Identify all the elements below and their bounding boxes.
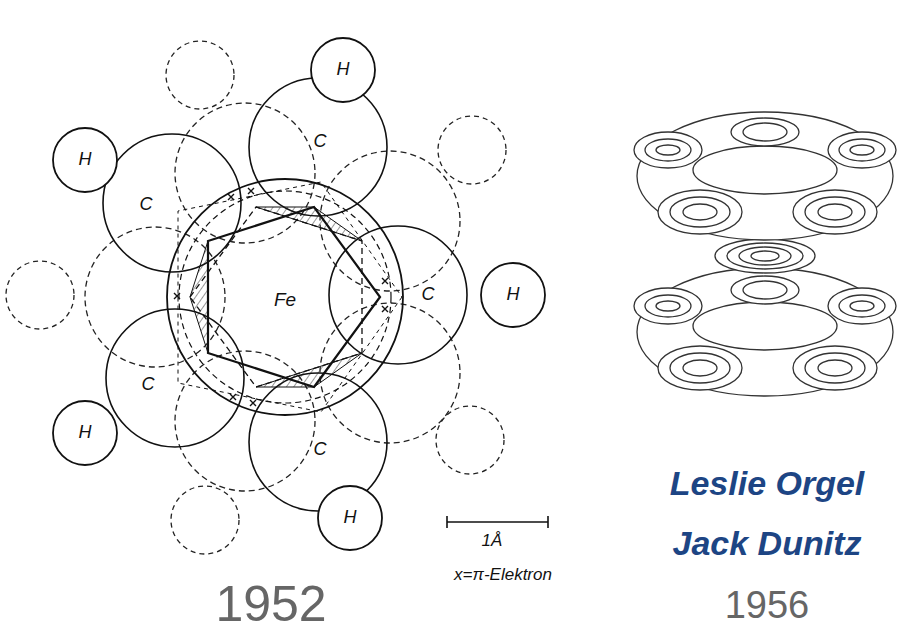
carbon-circle: C [328,225,468,365]
scale-label: 1Å [482,532,503,551]
circle-outline [105,308,245,448]
atom-symbol: C [314,440,327,460]
carbon-circle: C [248,77,388,217]
pi-electron-marks [174,188,388,406]
key-note: x=π-Elektron [454,566,552,585]
dashed-hydrogen-circles [6,41,506,554]
carbon-circle: C [102,133,242,273]
circle-outline [328,225,468,365]
atom-symbol: C [140,195,153,215]
dashed-carbon-circles [85,103,460,491]
electron-density-map [634,112,896,396]
atom-label: Fe [274,290,296,311]
circle-outline [102,133,242,273]
atom-symbol: H [337,60,350,80]
atom-symbol: H [79,150,92,170]
atom-symbol: C [314,132,327,152]
atom-symbol: C [422,285,435,305]
hydrogen-circle: H [310,37,376,103]
hydrogen-circle: H [52,127,118,193]
author-name: Jack Dunitz [673,525,862,562]
year-label: 1952 [215,577,326,632]
iron-circles [167,179,403,415]
scale-bar [447,516,548,528]
year-label: 1956 [725,585,810,627]
ring-pentagons [178,182,402,412]
hydrogen-circle: H [480,262,546,328]
atom-symbol: C [142,375,155,395]
hatched-triangles [190,207,362,387]
atom-symbol: H [507,285,520,305]
hydrogen-circle: H [317,485,383,551]
author-name: Leslie Orgel [670,465,865,502]
carbon-circle: C [105,308,245,448]
hydrogen-circle: H [52,400,118,466]
atom-symbol: H [79,423,92,443]
atom-symbol: H [344,508,357,528]
